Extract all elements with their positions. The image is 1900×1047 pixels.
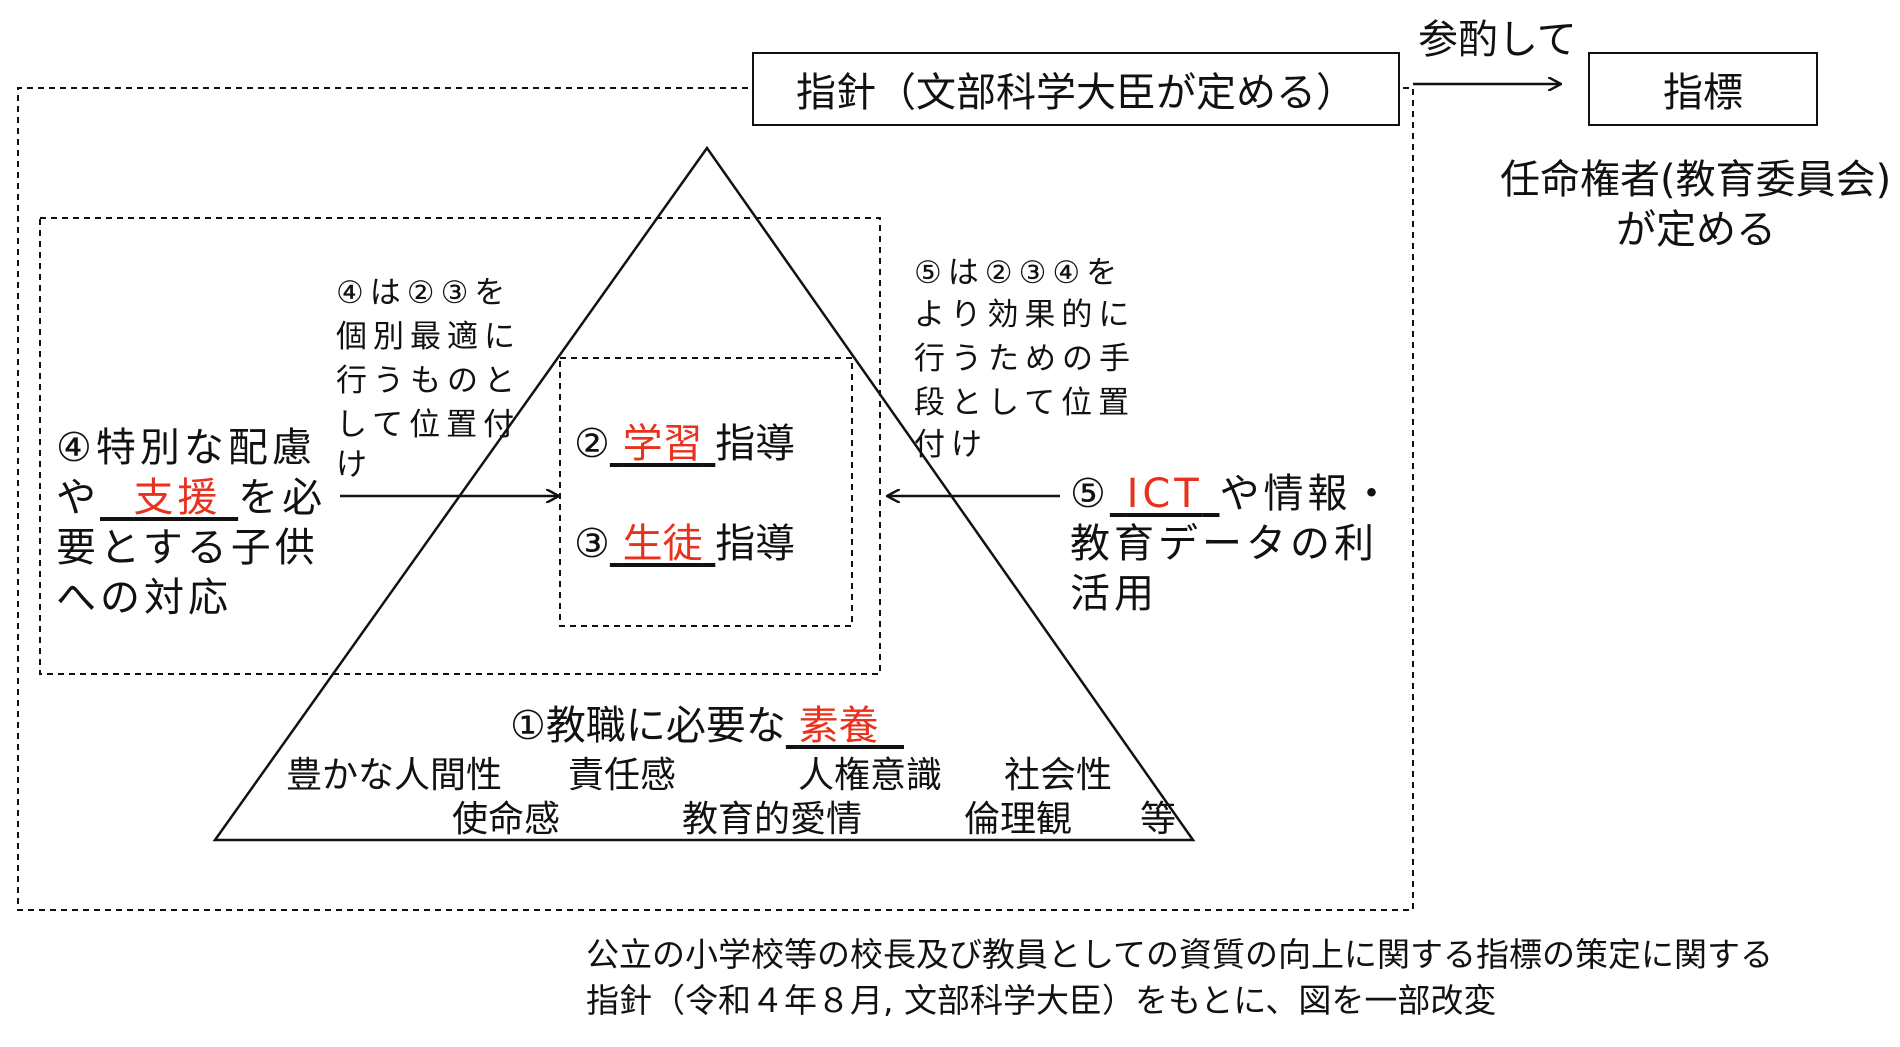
item3-blank: 生徒: [622, 521, 703, 567]
item1-competency: ①教職に必要な 素養: [510, 706, 904, 746]
item4-prefix: や: [56, 475, 100, 521]
left-note-line: け: [336, 447, 373, 483]
middle-dashed-frame: [39, 217, 881, 675]
right-note-line: 付け: [914, 427, 988, 463]
quality-item: 等: [1140, 799, 1177, 840]
right-note-line: より効果的に: [914, 297, 1136, 333]
item1-blank: 素養: [798, 703, 879, 749]
item5-line3: 活用: [1070, 571, 1158, 617]
guideline-label: 指針（文部科学大臣が定める）: [796, 70, 1356, 116]
item4-line1: ④特別な配慮: [56, 425, 316, 471]
right-note-line: 行うための手: [914, 341, 1136, 377]
quality-item: 使命感: [452, 799, 561, 840]
item2-suffix: 指導: [715, 421, 796, 467]
item4-blank: 支援: [133, 475, 222, 521]
guideline-box: 指針（文部科学大臣が定める）: [752, 52, 1400, 126]
item4-line2: や 支援 を必: [56, 478, 326, 518]
left-note-line: 個別最適に: [336, 319, 521, 355]
quality-item: 倫理観: [964, 799, 1073, 840]
left-note-line: ④は②③を: [336, 275, 512, 311]
reference-label: 参酌して: [1418, 17, 1577, 63]
indicator-box: 指標: [1588, 52, 1818, 126]
outer-dashed-frame: [17, 87, 1414, 911]
quality-item: 責任感: [568, 755, 677, 796]
triangle-outline: [212, 145, 1196, 842]
left-note-line: して位置付: [336, 407, 521, 443]
item3-suffix: 指導: [715, 521, 796, 567]
item1-prefix: ①教職に必要な: [510, 703, 786, 749]
item3-num: ③: [574, 521, 610, 567]
item4-suffix: を必: [238, 475, 327, 521]
appointer-line2: が定める: [1616, 207, 1776, 253]
indicator-label: 指標: [1663, 70, 1743, 116]
item2-blank: 学習: [622, 421, 703, 467]
item5-num: ⑤: [1070, 471, 1110, 517]
item5-suffix: や情報・: [1219, 471, 1396, 517]
caption-line2: 指針（令和４年８月, 文部科学大臣）をもとに、図を一部改変: [586, 981, 1497, 1020]
left-note-line: 行うものと: [336, 363, 521, 399]
item5-line2: 教育データの利: [1070, 521, 1378, 567]
item2-num: ②: [574, 421, 610, 467]
caption-line1: 公立の小学校等の校長及び教員としての資質の向上に関する指標の策定に関する: [586, 935, 1774, 974]
item3-student-guidance: ③ 生徒 指導: [574, 524, 795, 564]
item4-line4: への対応: [56, 575, 232, 621]
item5-line1: ⑤ ICT や情報・: [1070, 474, 1395, 514]
item4-line3: 要とする子供: [56, 525, 319, 571]
quality-item: 豊かな人間性: [286, 755, 503, 796]
item5-blank: ICT: [1126, 471, 1203, 517]
quality-item: 人権意識: [798, 755, 943, 796]
right-note-line: ⑤は②③④を: [914, 255, 1124, 291]
inner-dashed-frame: [559, 357, 853, 627]
quality-item: 社会性: [1004, 755, 1113, 796]
item2-learning-guidance: ② 学習 指導: [574, 424, 795, 464]
appointer-line1: 任命権者(教育委員会): [1500, 157, 1892, 203]
right-note-line: 段として位置: [914, 385, 1136, 421]
quality-item: 教育的愛情: [682, 799, 863, 840]
